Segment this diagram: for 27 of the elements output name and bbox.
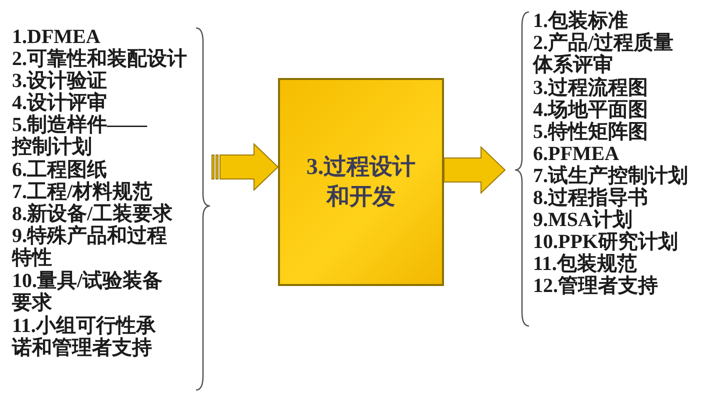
process-box (278, 78, 444, 286)
list-item: 4.设计评审 (12, 92, 108, 114)
list-item: 7.工程/材料规范 (12, 181, 154, 203)
list-item: 3.设计验证 (12, 70, 108, 92)
list-item: 2.可靠性和装配设计 (12, 48, 188, 70)
list-item: 9.特殊产品和过程特性 (12, 225, 168, 270)
list-item: 3.过程流程图 (533, 77, 649, 99)
list-item: 6.PFMEA (533, 143, 620, 165)
list-item: 5.特性矩阵图 (533, 121, 649, 144)
list-item: 8.新设备/工装要求 (12, 203, 174, 225)
list-item: 7.试生产控制计划 (533, 165, 689, 187)
list-item: 1.DFMEA (12, 26, 102, 48)
list-item: 1.包装标准 (533, 10, 629, 32)
list-item: 8.过程指导书 (533, 187, 649, 209)
list-item: 10.量具/试验装备要求 (12, 270, 164, 315)
list-item: 6.工程图纸 (12, 159, 108, 181)
list-item: 9.MSA计划 (533, 209, 632, 231)
box-title: 3.过程设计和开发 (305, 153, 417, 211)
list-item: 11.小组可行性承诺和管理者支持 (12, 315, 157, 360)
list-item: 2.产品/过程质量体系评审 (533, 32, 675, 76)
block-arrow (444, 146, 506, 194)
list-item: 10.PPK研究计划 (533, 231, 679, 253)
list-item: 4.场地平面图 (533, 99, 649, 121)
list-item: 11.包装规范 (533, 253, 638, 275)
block-arrow (212, 142, 279, 192)
list-item: 12.管理者支持 (533, 275, 659, 298)
list-item: 5.制造样件——控制计划 (12, 114, 148, 159)
